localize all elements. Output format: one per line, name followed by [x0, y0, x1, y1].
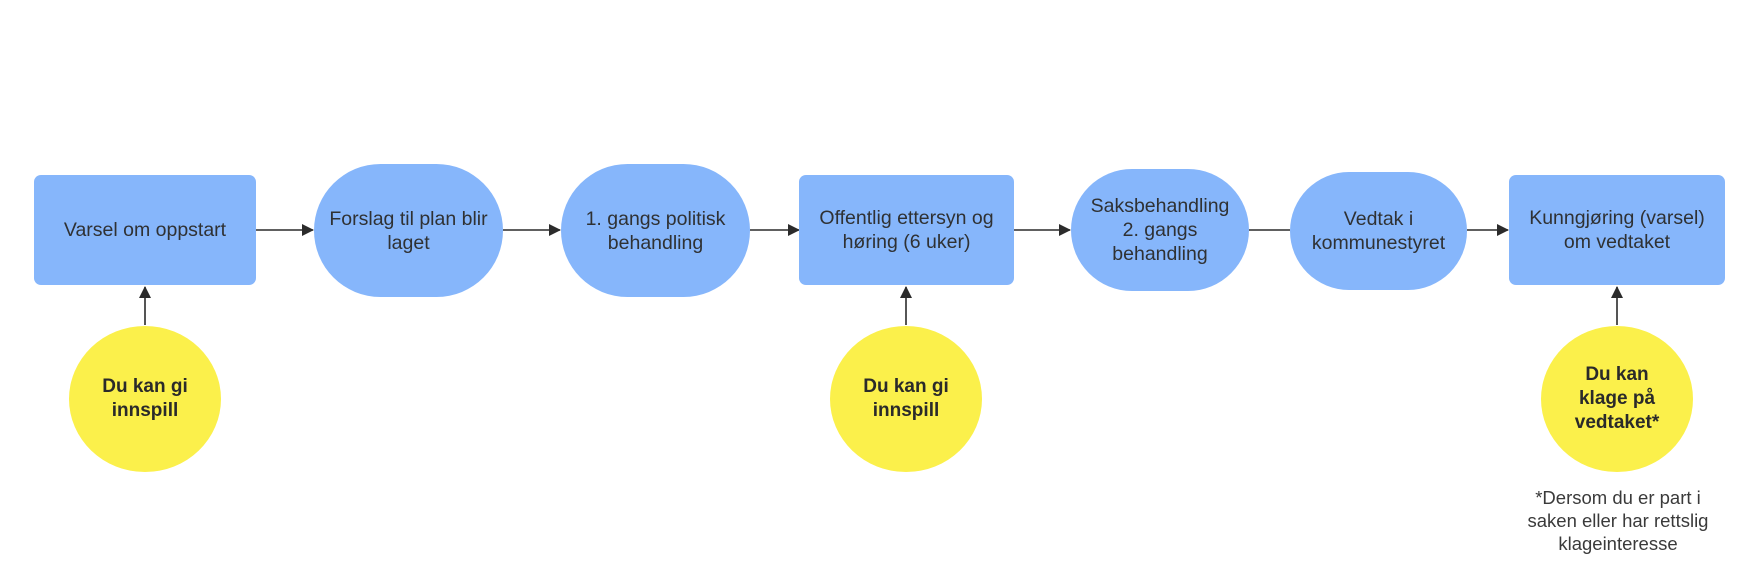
step-label: Offentlig ettersyn og høring (6 uker) — [819, 207, 994, 253]
step-label: 1. gangs politisk behandling — [585, 207, 726, 254]
step-kunngjoring-om-vedtaket: Kunngjøring (varsel) om vedtaket — [1509, 175, 1725, 285]
step-varsel-om-oppstart: Varsel om oppstart — [34, 175, 256, 285]
input-circle-innspill-2: Du kan gi innspill — [830, 326, 982, 472]
step-vedtak-i-kommunestyret: Vedtak i kommunestyret — [1290, 172, 1467, 290]
step-label: Saksbehandling 2. gangs behandling — [1090, 195, 1230, 265]
step-forslag-til-plan: Forslag til plan blir laget — [314, 164, 503, 297]
step-1-gangs-politisk-behandling: 1. gangs politisk behandling — [561, 164, 750, 297]
step-label: Varsel om oppstart — [63, 219, 227, 241]
footnote: *Dersom du er part i saken eller har ret… — [1527, 487, 1709, 554]
input-circle-klage: Du kan klage på vedtaket* — [1541, 326, 1693, 472]
input-label: Du kan klage på vedtaket* — [1574, 364, 1660, 433]
input-label: Du kan gi innspill — [102, 376, 188, 421]
step-label: Vedtak i kommunestyret — [1311, 208, 1446, 254]
step-offentlig-ettersyn: Offentlig ettersyn og høring (6 uker) — [799, 175, 1014, 285]
step-label: Forslag til plan blir laget — [329, 207, 488, 254]
input-label: Du kan gi innspill — [863, 376, 949, 421]
step-saksbehandling-2-gangs: Saksbehandling 2. gangs behandling — [1071, 169, 1249, 291]
input-circle-innspill-1: Du kan gi innspill — [69, 326, 221, 472]
step-label: Kunngjøring (varsel) om vedtaket — [1529, 207, 1705, 253]
